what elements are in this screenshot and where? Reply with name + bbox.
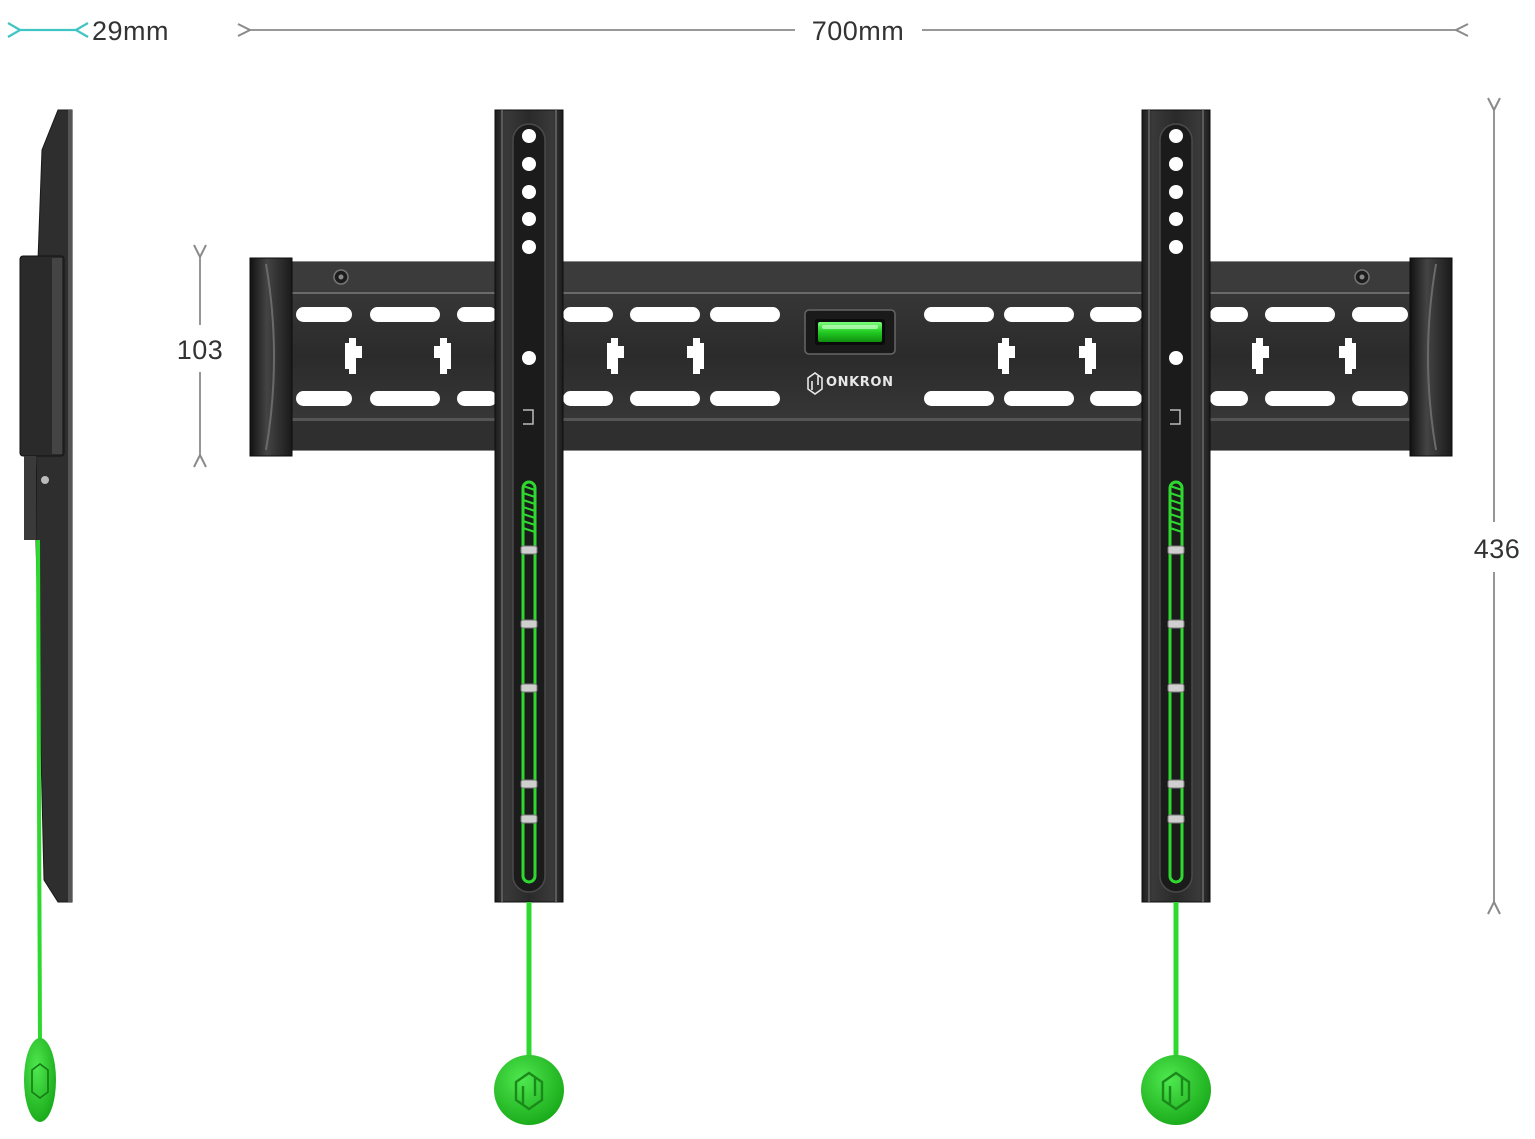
side-safety-cord	[36, 539, 42, 1046]
arm-hole	[1169, 185, 1183, 199]
side-profile-view	[19, 109, 73, 1122]
arm-hole	[1169, 157, 1183, 171]
bubble-level-icon	[804, 309, 896, 355]
safety-clip	[1167, 814, 1185, 824]
hook-icon	[523, 409, 534, 425]
depth-dimension: 29mm	[20, 16, 169, 46]
width-dimension: 700mm	[250, 16, 1456, 46]
depth-label: 29mm	[92, 16, 169, 46]
arm-hole	[1169, 129, 1183, 143]
safety-clip	[520, 545, 538, 555]
vertical-arms	[494, 109, 1211, 1125]
arm-hole	[1169, 351, 1183, 365]
arm-hole	[1169, 212, 1183, 226]
arm-hole	[522, 129, 536, 143]
plate-height-label: 103	[177, 335, 224, 365]
keyhole-slots	[345, 338, 1356, 374]
arm-hole	[522, 212, 536, 226]
safety-clip	[1167, 779, 1185, 789]
brand-name: ONKRON	[826, 375, 894, 390]
arm-hole	[1169, 240, 1183, 254]
wall-plate: ONKRON	[249, 257, 1453, 457]
safety-clip	[520, 814, 538, 824]
vertical-arm-right	[1141, 109, 1211, 1125]
safety-clip	[1167, 683, 1185, 693]
safety-tab-icon[interactable]	[1141, 1055, 1211, 1125]
safety-clip	[1167, 545, 1185, 555]
end-cap-right	[1409, 257, 1453, 457]
total-height-label: 436	[1474, 534, 1521, 564]
total-height-dimension: 436	[1474, 110, 1521, 902]
side-safety-tab-icon	[24, 1038, 56, 1122]
mounting-slots	[296, 307, 1408, 406]
safety-clip	[1167, 619, 1185, 629]
width-label: 700mm	[812, 16, 905, 46]
arm-hole	[522, 185, 536, 199]
safety-tab-icon[interactable]	[494, 1055, 564, 1125]
plate-height-dimension: 103	[177, 257, 224, 455]
vertical-arm-left	[494, 109, 564, 1125]
safety-clip	[520, 779, 538, 789]
side-arm-profile	[35, 109, 73, 903]
end-cap-left	[249, 257, 293, 457]
brand-logo: ONKRON	[807, 372, 894, 395]
arm-hole	[522, 240, 536, 254]
arm-hole	[522, 351, 536, 365]
hook-icon	[1170, 409, 1181, 425]
arm-hole	[522, 157, 536, 171]
safety-clip	[520, 683, 538, 693]
safety-clip	[520, 619, 538, 629]
onkron-logo-icon	[807, 372, 823, 395]
